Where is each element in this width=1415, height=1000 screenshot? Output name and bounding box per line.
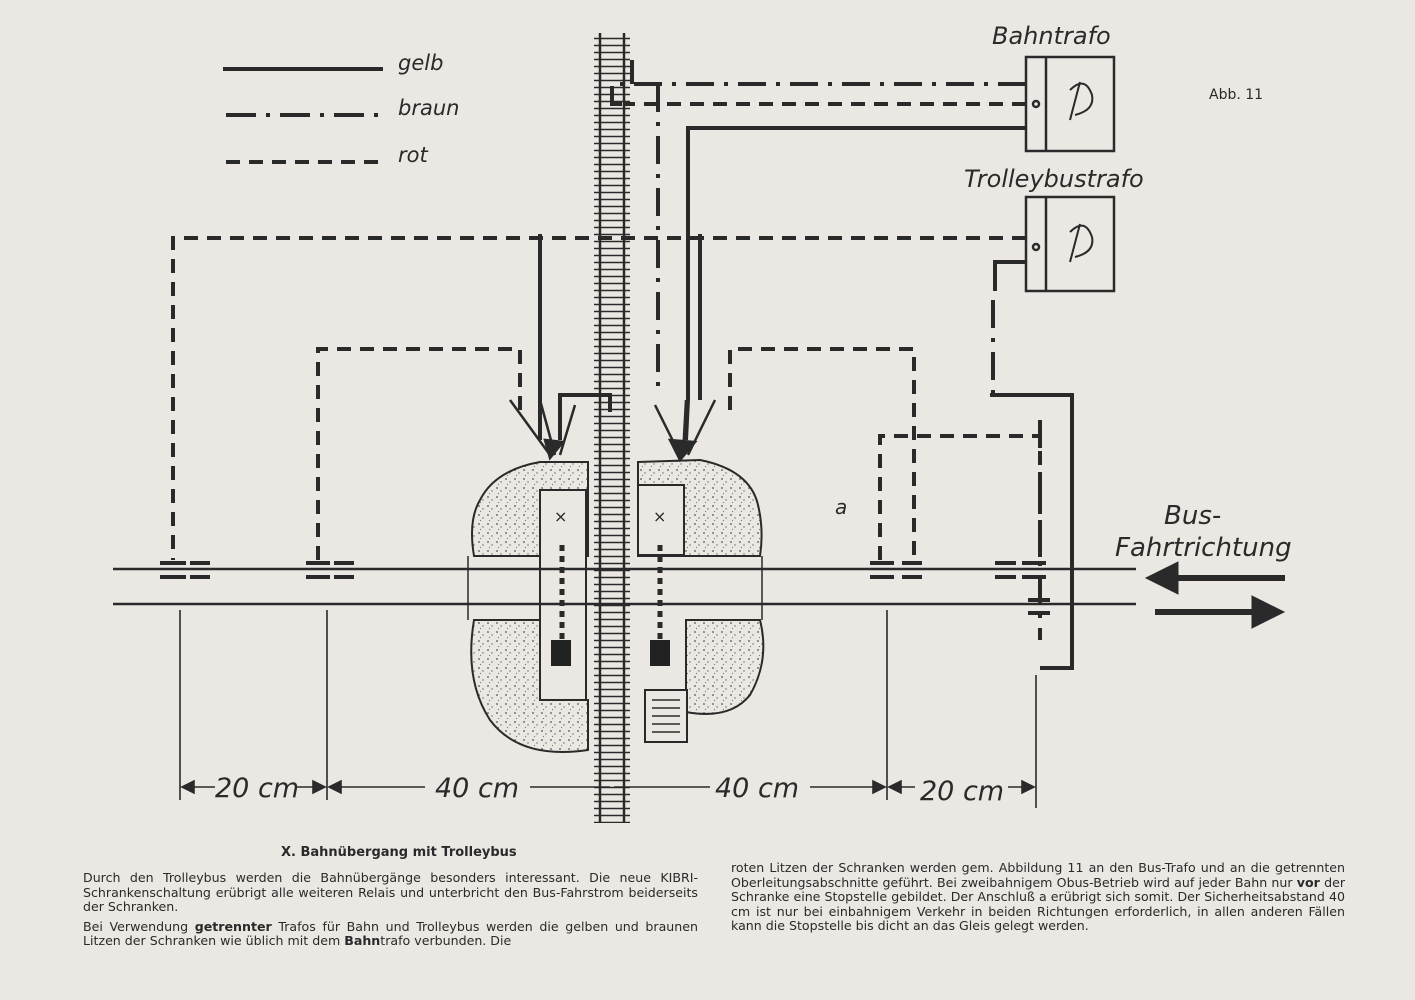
dimension-20cm-left: 20 cm [215, 773, 299, 804]
bus-direction-arrows [1144, 561, 1286, 629]
trolleybustrafo-label: Trolleybustrafo [964, 165, 1144, 193]
legend-label-rot: rot [398, 143, 428, 167]
figure-label: Abb. 11 [1209, 87, 1264, 103]
bahntrafo-box [1024, 55, 1116, 153]
legend-label-gelb: gelb [398, 51, 443, 75]
direction-label-2: Fahrtrichtung [1115, 533, 1292, 563]
dimension-40cm-right: 40 cm [715, 773, 799, 804]
overhead-breaks [160, 561, 1050, 615]
caption-left-paragraph-1: Durch den Trolleybus werden die Bahnüber… [83, 870, 698, 915]
direction-label-1: Bus- [1164, 501, 1221, 531]
caption-left-column: Durch den Trolleybus werden die Bahnüber… [83, 870, 698, 954]
road [113, 556, 1136, 620]
svg-text:×: × [554, 507, 567, 526]
dimension-lines [179, 610, 1037, 808]
terrain [470, 458, 765, 753]
dimension-40cm-left: 40 cm [435, 773, 519, 804]
wires-rot [171, 102, 1042, 560]
caption-right-column: roten Litzen der Schranken werden gem. A… [731, 860, 1345, 939]
caption-left-paragraph-2: Bei Verwendung getrennter Trafos für Bah… [83, 918, 698, 949]
wires-gelb [538, 126, 1074, 670]
trolleybustrafo-box [1024, 195, 1116, 293]
connection-a-label: a [835, 495, 847, 519]
svg-text:×: × [653, 507, 666, 526]
caption-right-paragraph: roten Litzen der Schranken werden gem. A… [731, 860, 1345, 934]
barrier-right: × [650, 507, 670, 666]
barrier-left: × [551, 507, 571, 666]
wire-arrows [508, 399, 717, 463]
bahntrafo-label: Bahntrafo [992, 22, 1111, 50]
legend [223, 67, 383, 164]
dimension-20cm-right: 20 cm [920, 776, 1004, 807]
railway-track [594, 33, 630, 823]
caption-title: X. Bahnübergang mit Trolleybus [281, 845, 517, 860]
legend-label-braun: braun [398, 96, 459, 120]
